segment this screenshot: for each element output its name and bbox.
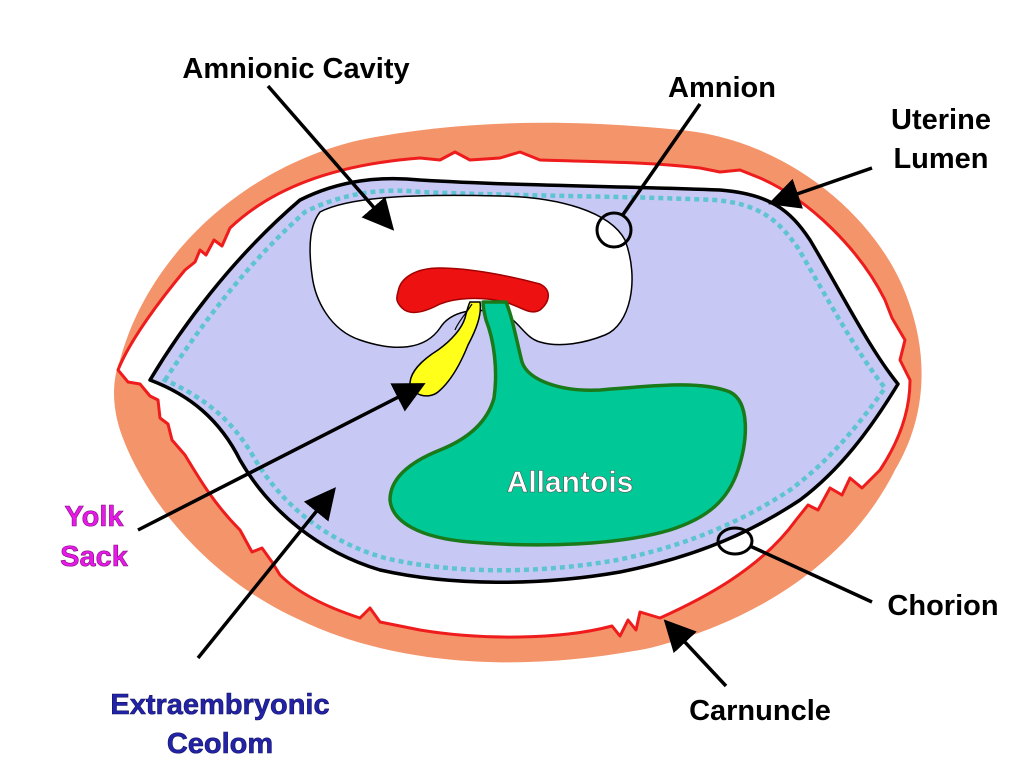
label-chorion: Chorion [887, 590, 998, 622]
label-extraembryonic-line2: Ceolom [167, 728, 273, 760]
label-amnionic-cavity: Amnionic Cavity [182, 53, 409, 85]
amnion-marker-circle [595, 211, 633, 249]
amnionic-cavity-arrow [266, 84, 395, 231]
allantois [388, 300, 748, 547]
label-yolk-line1: Yolk [64, 501, 124, 533]
label-allantois: Allantois [507, 466, 634, 499]
chorion-marker-circle [716, 526, 754, 556]
label-extraembryonic-line1: Extraembryonic [110, 689, 329, 721]
chorion-pointer [749, 544, 873, 604]
label-uterine-line1: Uterine [891, 104, 991, 136]
carnuncle-arrow [663, 619, 728, 688]
yolk-sack-arrow [137, 383, 426, 532]
extraembryonic-coelom-arrow [196, 487, 336, 660]
embryo [396, 267, 549, 314]
yolk-stalk [454, 303, 473, 331]
amnion-pointer [620, 102, 702, 218]
label-uterine-line2: Lumen [893, 143, 988, 175]
label-carnuncle: Carnuncle [689, 695, 831, 727]
label-amnion: Amnion [668, 72, 776, 104]
uterine-lumen-arrow [768, 166, 873, 209]
label-yolk-line2: Sack [60, 541, 129, 573]
amnion-dotted-line [161, 188, 888, 573]
